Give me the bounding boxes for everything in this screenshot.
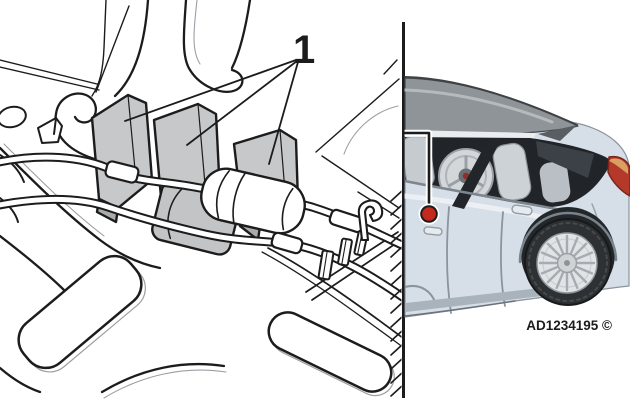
- floor-pad: [17, 254, 146, 373]
- tunnel-pad: [267, 311, 395, 397]
- callout-label-1: 1: [293, 28, 315, 72]
- rear-door-handle: [511, 204, 533, 216]
- roof-top-edge: [404, 76, 578, 126]
- passenger-seat: [492, 142, 532, 202]
- roof-highlight: [404, 88, 554, 124]
- clip-tab-1: [317, 249, 335, 281]
- red-location-marker-icon: [422, 207, 436, 221]
- pillar-trim-outline: [113, 0, 252, 98]
- section-hatch-ticks: [390, 190, 402, 397]
- grommet-block-1: [90, 93, 154, 210]
- taillight-amber: [609, 158, 628, 174]
- hook-clip: [357, 199, 384, 242]
- left-panel-cable-drawing: [0, 0, 402, 399]
- ferrule-1: [104, 160, 140, 184]
- cable-sleeve: [200, 167, 306, 235]
- right-panel-car-view: AD1234195 ©: [404, 76, 630, 333]
- belt-line-trim: [404, 179, 558, 211]
- rear-seat: [539, 161, 571, 203]
- callout-leader-lines: [124, 59, 299, 165]
- roof-rail-strip: [405, 130, 536, 139]
- clip-tabs: [317, 199, 384, 281]
- tire-tread: [528, 222, 608, 302]
- cable-lower-core: [0, 196, 402, 300]
- rear-wheel: [518, 207, 618, 306]
- fender-lip: [518, 211, 618, 264]
- ferrule-3: [270, 231, 304, 255]
- bottom-sill-curves: [0, 363, 227, 399]
- taillight: [607, 155, 630, 197]
- clip-tab-2: [337, 237, 353, 267]
- spoiler-underside: [538, 125, 577, 141]
- front-door-handle: [423, 226, 443, 236]
- left-edge-fittings: [0, 105, 63, 223]
- body-bottom-edge: [404, 300, 516, 317]
- sill-molding: [406, 288, 542, 312]
- cable-ferrules: [104, 160, 366, 255]
- rim-spokes: [538, 234, 596, 292]
- panel-divider: [402, 22, 405, 398]
- car-roof: [404, 77, 579, 137]
- reference-code: AD1234195 ©: [526, 318, 612, 333]
- location-callout: [404, 129, 440, 225]
- rear-window: [536, 141, 594, 178]
